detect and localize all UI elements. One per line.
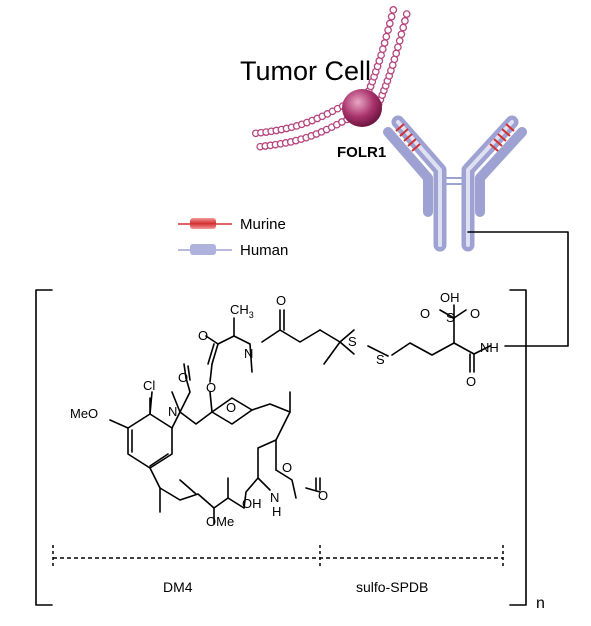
segment-label-sulfo-spdb: sulfo-SPDB (356, 579, 428, 595)
antigen-label: FOLR1 (337, 144, 386, 161)
atom-s: S (446, 310, 455, 325)
segment-divider (52, 545, 504, 566)
segment-label-dm4: DM4 (163, 579, 193, 595)
folr1-receptor-icon (342, 89, 382, 127)
atom-meo: MeO (70, 406, 98, 421)
atom-o: O (318, 488, 328, 503)
atom-oh: OH (242, 496, 262, 511)
legend-label-human: Human (240, 242, 288, 259)
atom-o: O (282, 460, 292, 475)
atom-o: O (420, 306, 430, 321)
dm4-structure (109, 304, 491, 525)
atom-o: O (178, 370, 188, 385)
atom-n: N (270, 490, 279, 505)
repeat-label: n (536, 595, 545, 612)
atom-o: O (470, 306, 480, 321)
atom-o: O (226, 400, 236, 415)
atom-h: H (272, 504, 281, 519)
left-bracket (35, 289, 53, 606)
atom-s: S (348, 334, 357, 349)
atom-labels: CH3 O N O O S S OH O S O NH O O Cl MeO N… (70, 290, 499, 529)
atom-o: O (198, 328, 208, 343)
atom-cl: Cl (143, 378, 155, 393)
atom-s: S (376, 352, 385, 367)
atom-o: O (206, 380, 216, 395)
legend-item-murine: Murine (178, 216, 286, 233)
atom-oh-sulfo: OH (440, 290, 460, 305)
legend-label-murine: Murine (240, 216, 286, 233)
atom-ome: OMe (206, 514, 234, 529)
conjugation-linker-line (467, 231, 569, 347)
atom-o: O (276, 293, 286, 308)
right-bracket (509, 289, 527, 606)
atom-ch3: CH3 (230, 302, 254, 320)
human-segment-icon (190, 244, 216, 255)
atom-n: N (168, 404, 177, 419)
atom-n: N (244, 346, 253, 361)
atom-nh: NH (480, 340, 499, 355)
antibody-icon (383, 115, 527, 252)
legend: Murine Human (178, 216, 288, 259)
legend-item-human: Human (178, 242, 288, 259)
title: Tumor Cell (240, 56, 371, 86)
murine-segment-icon (190, 218, 216, 229)
atom-o: O (466, 374, 476, 389)
